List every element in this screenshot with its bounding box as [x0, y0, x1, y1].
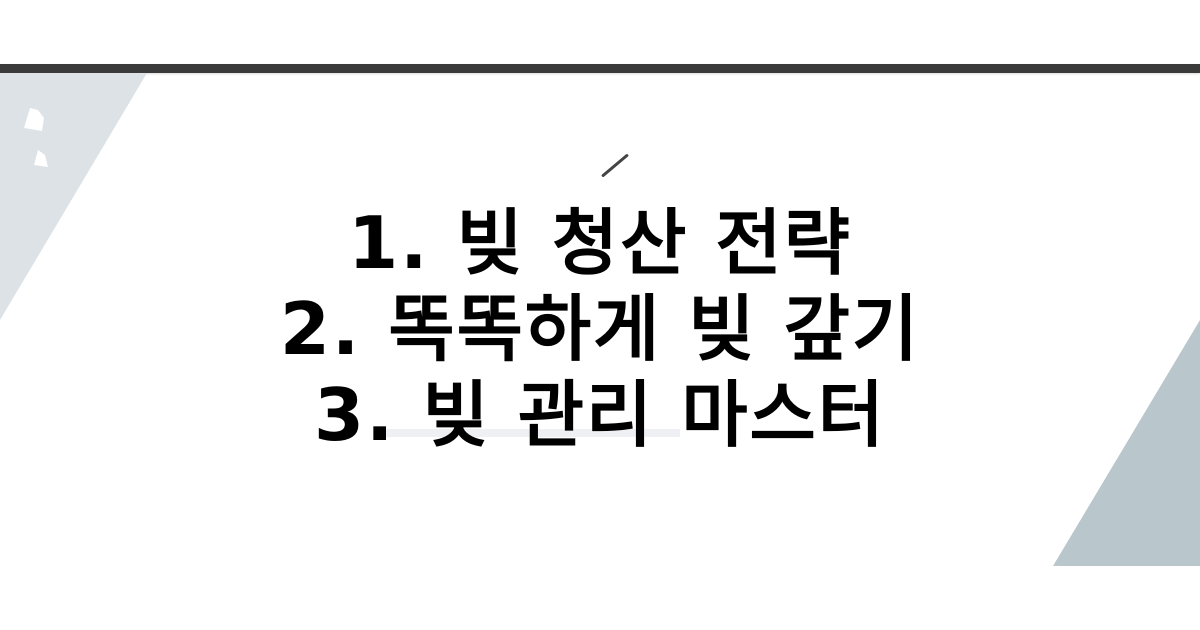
white-fleck-small [34, 150, 48, 167]
title-line-1: 1. 빚 청산 전략 [348, 201, 852, 285]
title-block: 1. 빚 청산 전략 2. 똑똑하게 빚 갚기 3. 빚 관리 마스터 [0, 200, 1200, 458]
title-line-2: 2. 똑똑하게 빚 갚기 [279, 287, 921, 371]
highlight-underline [385, 429, 680, 437]
left-triangle-shape [0, 73, 147, 320]
right-triangle-shape [1053, 320, 1200, 566]
title-line-3: 3. 빚 관리 마스터 [313, 373, 887, 457]
white-fleck-large [24, 108, 44, 131]
top-divider-bar [0, 64, 1200, 73]
